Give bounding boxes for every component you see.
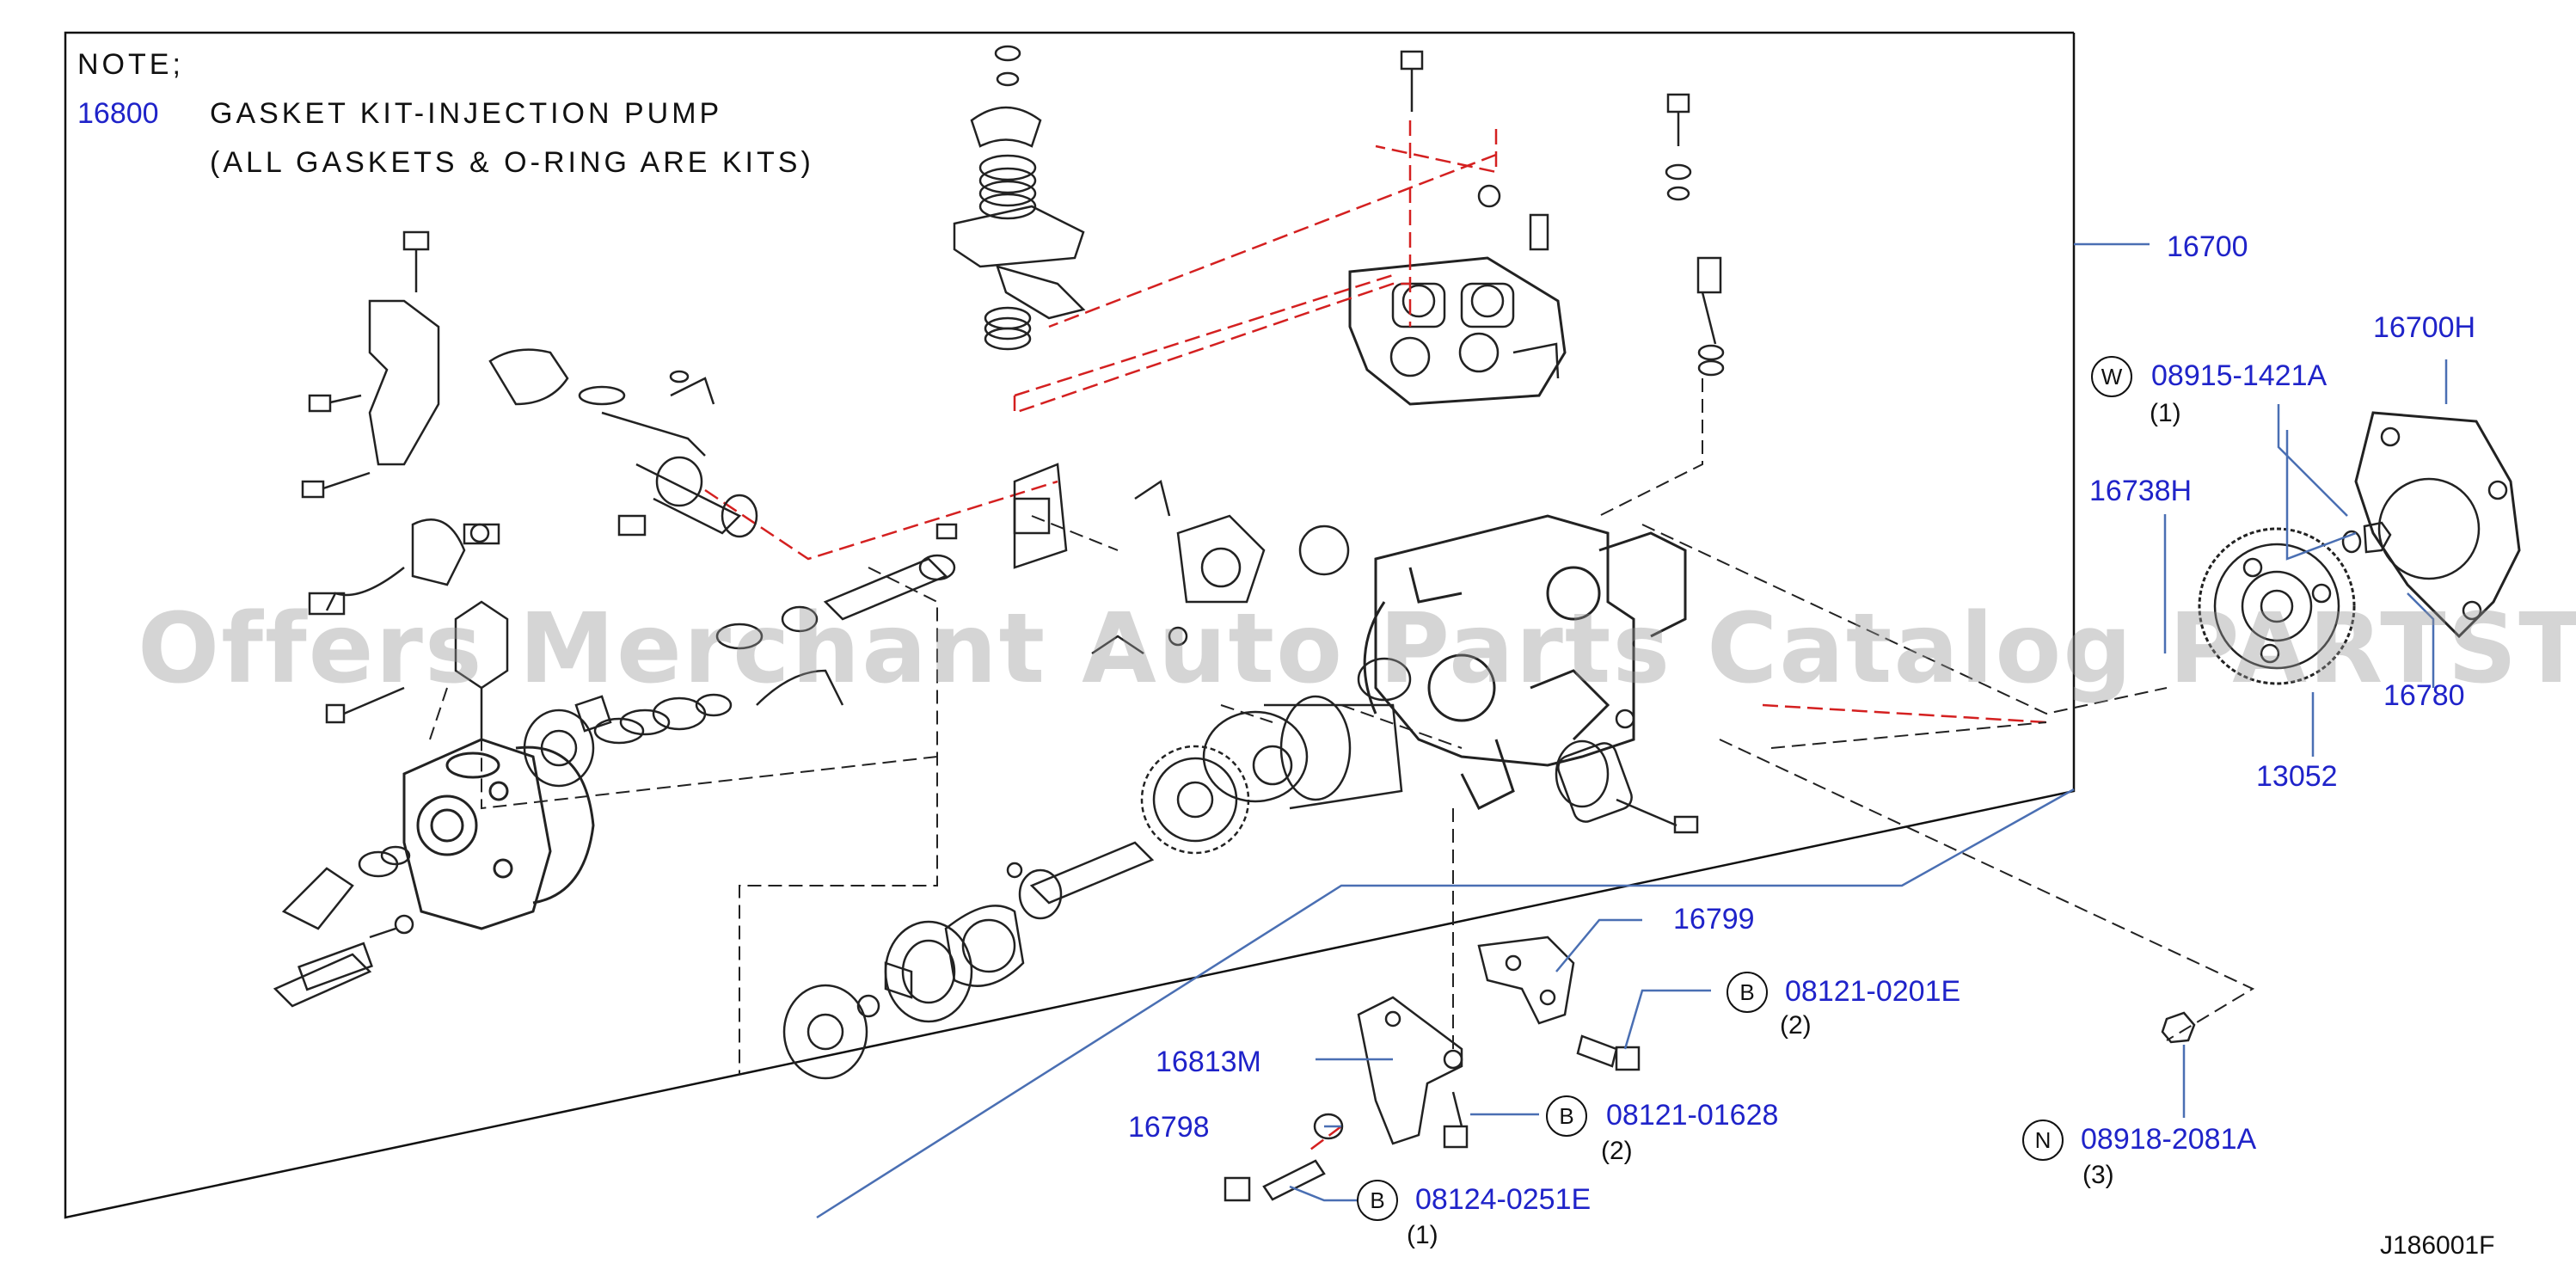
timer-piston	[488, 348, 758, 538]
frame-leader-16700	[816, 788, 2075, 1219]
fastener-b1-qty: (2)	[1780, 1011, 1812, 1040]
drive-shaft-assy	[715, 463, 1350, 655]
red-guide-lines	[704, 120, 2047, 1153]
diagram-code: J186001F	[2380, 1231, 2495, 1260]
callout-16700H[interactable]: 16700H	[2373, 311, 2476, 344]
fastener-n-part[interactable]: 08918-2081A	[2081, 1123, 2257, 1156]
black-guide-lines	[429, 378, 2255, 1075]
bracket-left	[301, 230, 440, 724]
fastener-b2-qty: (2)	[1601, 1137, 1633, 1165]
governor-spring-assy	[953, 45, 1086, 351]
symbol-b3: B	[1357, 1180, 1398, 1221]
housing-cover	[1555, 709, 1699, 834]
plungers-left	[523, 669, 844, 788]
washer-nut	[2341, 521, 2392, 554]
fastener-n-qty: (3)	[2082, 1161, 2114, 1189]
note-line-2: (ALL GASKETS & O-RING ARE KITS)	[210, 146, 814, 179]
fuel-cutoff-solenoid	[308, 518, 509, 739]
callout-16798[interactable]: 16798	[1128, 1111, 1210, 1144]
callout-16738H[interactable]: 16738H	[2089, 475, 2193, 507]
governor-cover	[1348, 256, 1567, 406]
drive-gear	[1140, 657, 1412, 855]
diagram-frame	[64, 31, 2076, 1219]
fastener-w-part[interactable]: 08915-1421A	[2151, 359, 2328, 392]
fastener-b3-qty: (1)	[1407, 1221, 1438, 1249]
bracket-16799	[1477, 936, 1575, 1025]
callout-16780[interactable]: 16780	[2383, 679, 2465, 712]
note-heading: NOTE;	[77, 48, 184, 81]
callout-16813M[interactable]: 16813M	[1156, 1046, 1261, 1078]
callout-16799[interactable]: 16799	[1673, 903, 1755, 936]
fastener-b1-part[interactable]: 08121-0201E	[1785, 975, 1961, 1008]
bottom-bolts	[1224, 1011, 2196, 1202]
drive-gear-13052	[2198, 527, 2356, 685]
distributor-head	[402, 738, 595, 930]
gasket-plate-16700H	[2354, 411, 2521, 639]
fastener-b2-part[interactable]: 08121-01628	[1606, 1099, 1779, 1132]
callout-16700[interactable]: 16700	[2167, 230, 2248, 263]
fastener-w-qty: (1)	[2150, 399, 2181, 427]
symbol-n: N	[2022, 1120, 2064, 1161]
symbol-b1: B	[1727, 972, 1768, 1013]
leader-lines	[1289, 359, 2448, 1202]
bracket-16813M	[1357, 996, 1463, 1145]
pump-housing	[1363, 514, 1687, 811]
symbol-b2: B	[1546, 1095, 1587, 1137]
input-shaft	[782, 841, 1155, 1080]
delivery-valves	[273, 845, 414, 1008]
note-part-number[interactable]: 16800	[77, 97, 159, 130]
fastener-b3-part[interactable]: 08124-0251E	[1415, 1183, 1592, 1216]
top-bolts	[1400, 50, 1725, 377]
callout-13052[interactable]: 13052	[2256, 760, 2338, 793]
symbol-w: W	[2091, 356, 2132, 397]
note-line-1: GASKET KIT-INJECTION PUMP	[210, 97, 723, 130]
watermark: Offers Merchant Auto Parts Catalog PARTS…	[138, 593, 2576, 705]
